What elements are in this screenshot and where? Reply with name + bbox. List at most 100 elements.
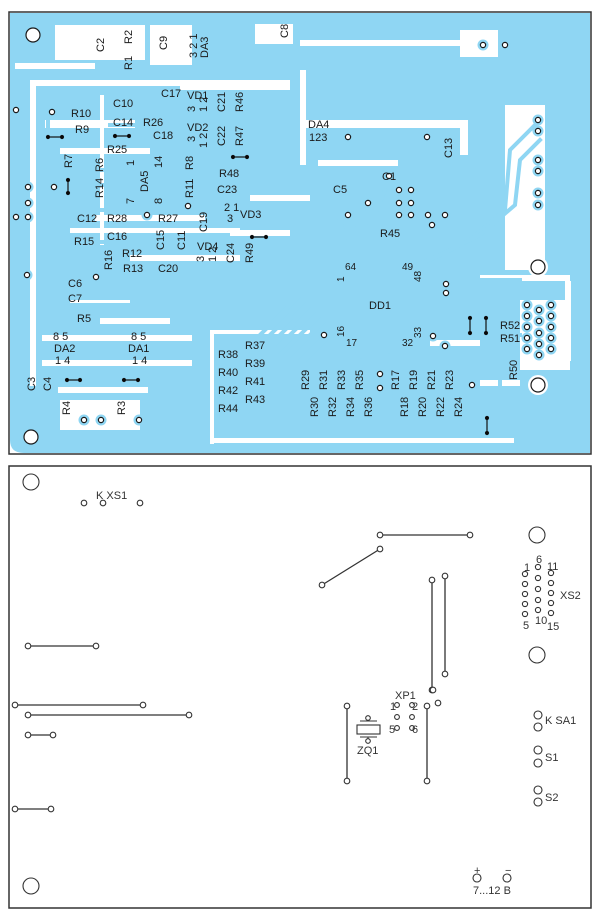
pad xyxy=(10,104,22,116)
label-xs2-pin11: 11 xyxy=(547,561,558,573)
label-c6: C6 xyxy=(68,278,82,290)
pad xyxy=(440,278,452,290)
label-r39: R39 xyxy=(245,358,265,370)
label-r27: R27 xyxy=(158,213,178,225)
label-r36: R36 xyxy=(363,397,375,417)
label-da1: DA1 xyxy=(128,343,149,355)
pad xyxy=(533,349,545,361)
pad xyxy=(95,414,107,426)
pad xyxy=(532,125,544,137)
label-c22: C22 xyxy=(216,126,228,146)
component-hole xyxy=(534,596,542,604)
pad xyxy=(533,327,545,339)
label-r8: R8 xyxy=(184,156,196,170)
label-r40: R40 xyxy=(218,367,238,379)
pad xyxy=(521,310,533,322)
label-r44: R44 xyxy=(218,403,238,415)
pad xyxy=(545,299,557,311)
label-pin32: 32 xyxy=(402,338,414,349)
label-r31: R31 xyxy=(318,370,330,390)
wire-jumper xyxy=(24,642,100,650)
label-c2: C2 xyxy=(95,38,107,52)
jumper xyxy=(65,177,71,196)
label-pin49: 49 xyxy=(402,262,414,273)
label-r22: R22 xyxy=(435,397,447,417)
label-r2: R2 xyxy=(123,30,135,44)
pad xyxy=(393,209,405,221)
top-labels: C2 R2 R1 C9 3 2 1 DA3 C8 C17 VD1 3 1 2 C… xyxy=(26,24,520,417)
label-da2: DA2 xyxy=(54,343,75,355)
label-dd1: DD1 xyxy=(369,300,391,312)
pad xyxy=(362,197,374,209)
jumper xyxy=(45,134,65,140)
label-vd2-pin3: 3 xyxy=(186,136,198,142)
label-pin17: 17 xyxy=(346,338,358,349)
label-r34: R34 xyxy=(345,397,357,417)
pad xyxy=(48,181,60,193)
label-r16: R16 xyxy=(103,250,115,270)
pad xyxy=(533,304,545,316)
label-c15: C15 xyxy=(155,230,167,250)
label-c20: C20 xyxy=(158,263,178,275)
pad xyxy=(545,321,557,333)
wire-jumper xyxy=(24,711,193,719)
pad xyxy=(521,321,533,333)
label-r35: R35 xyxy=(354,370,366,390)
component-hole xyxy=(534,574,542,582)
label-r43: R43 xyxy=(245,394,265,406)
component-hole xyxy=(521,570,529,578)
label-r14: R14 xyxy=(94,178,106,198)
traces xyxy=(38,98,543,422)
pad xyxy=(374,368,386,380)
label-c21: C21 xyxy=(216,92,228,112)
label-da4-pins: 123 xyxy=(309,132,327,144)
label-r9: R9 xyxy=(75,124,89,136)
pad xyxy=(440,287,452,299)
component-hole xyxy=(472,873,482,883)
label-da2-bot: 1 4 xyxy=(55,355,70,367)
component-hole xyxy=(547,599,555,607)
wire-jumper xyxy=(318,545,384,589)
jumper xyxy=(121,377,141,383)
wire-jumper xyxy=(11,805,55,813)
component-hole xyxy=(521,610,529,618)
label-c16: C16 xyxy=(107,231,127,243)
pads xyxy=(10,39,557,426)
pad xyxy=(439,340,451,352)
component-hole xyxy=(521,580,529,588)
mounting-hole xyxy=(22,877,40,895)
zq1-crystal xyxy=(356,715,381,744)
label-xp1-pin2: 2 xyxy=(412,701,418,713)
pad xyxy=(422,209,434,221)
label-vd4: VD4 xyxy=(197,241,218,253)
label-s1: S1 xyxy=(545,752,558,764)
label-c17: C17 xyxy=(161,88,181,100)
component-hole xyxy=(429,686,437,694)
component-hole xyxy=(99,499,107,507)
label-vd3-pins: 2 1 xyxy=(224,202,239,214)
pad xyxy=(22,197,34,209)
label-xp1-pin6: 6 xyxy=(412,724,418,736)
label-r5: R5 xyxy=(77,313,91,325)
label-c13: C13 xyxy=(443,138,455,158)
component-hole xyxy=(409,725,415,731)
mounting-hole xyxy=(530,377,546,393)
label-c8: C8 xyxy=(279,24,291,38)
label-da2-top: 8 5 xyxy=(53,331,68,343)
label-da1-top: 8 5 xyxy=(131,331,146,343)
label-r21: R21 xyxy=(426,370,438,390)
label-r41: R41 xyxy=(245,376,265,388)
bottom-board: K XS1 XS2 1 5 6 10 11 15 XP1 1 2 5 6 ZQ1… xyxy=(8,465,592,909)
label-c18: C18 xyxy=(153,130,173,142)
label-r3: R3 xyxy=(116,401,128,415)
label-r26: R26 xyxy=(143,117,163,129)
component-hole xyxy=(533,722,543,732)
mounting-hole xyxy=(528,646,546,664)
component-hole xyxy=(394,714,400,720)
label-c3: C3 xyxy=(26,377,38,391)
label-pin1: 1 xyxy=(336,276,347,282)
mounting-hole xyxy=(528,526,546,544)
label-vd3-pin3: 3 xyxy=(227,213,233,225)
label-r4: R4 xyxy=(61,401,73,415)
